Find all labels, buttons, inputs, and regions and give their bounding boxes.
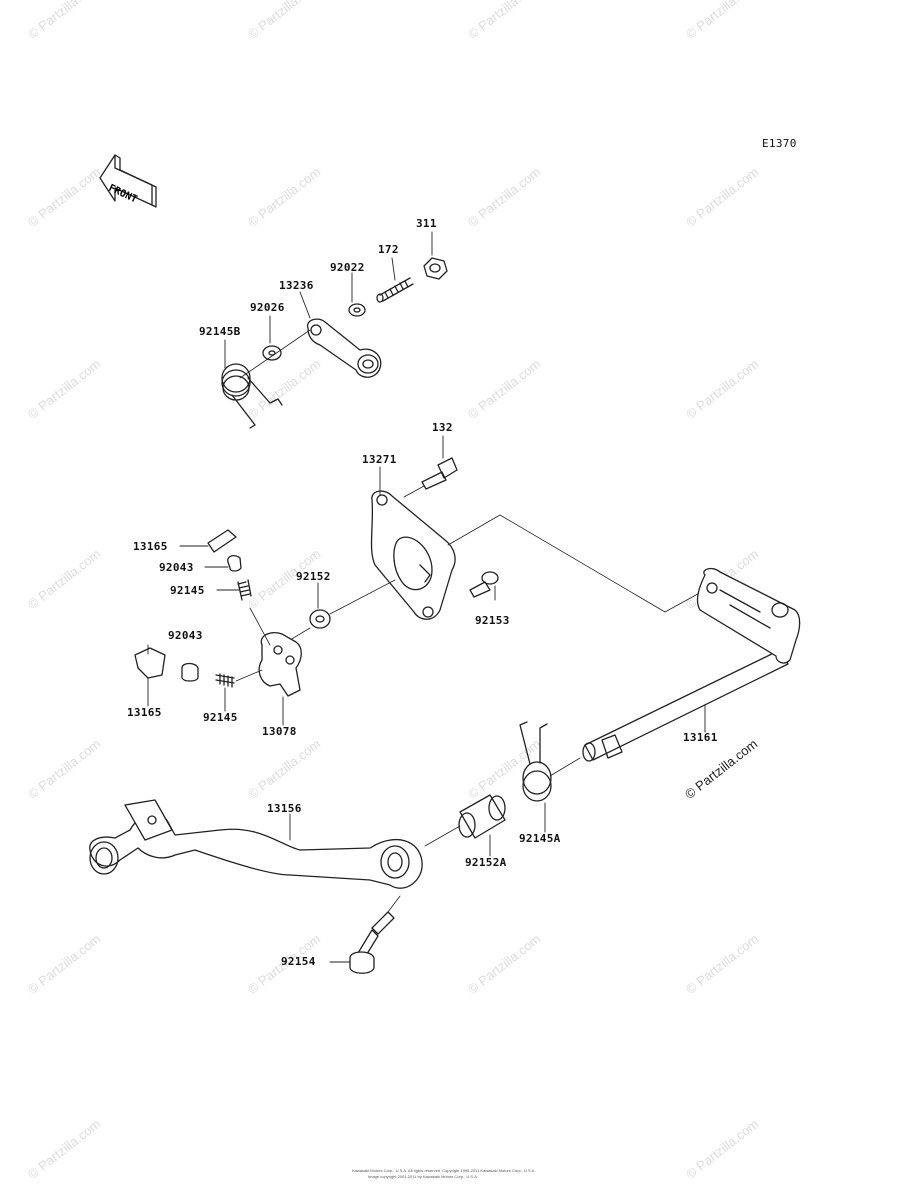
plate-13271 — [370, 490, 456, 620]
part-label-13271[interactable]: 13271 — [362, 453, 397, 466]
part-label-13161[interactable]: 13161 — [683, 731, 718, 744]
part-label-13078[interactable]: 13078 — [262, 725, 297, 738]
spring-92145-top — [237, 579, 252, 601]
front-arrow-icon — [99, 154, 157, 208]
part-label-13156[interactable]: 13156 — [267, 802, 302, 815]
pin-92043-bottom — [181, 662, 199, 682]
nut-311 — [423, 257, 448, 280]
washer-92022 — [348, 303, 366, 317]
washer-92026 — [262, 345, 282, 361]
footer-copyright: Kawasaki Motors Corp., U.S.A. All rights… — [352, 1168, 536, 1173]
screw-92153 — [469, 571, 499, 598]
diagram-code: E1370 — [762, 137, 797, 150]
part-label-92145B[interactable]: 92145B — [199, 325, 241, 338]
part-label-92153[interactable]: 92153 — [475, 614, 510, 627]
part-label-92152[interactable]: 92152 — [296, 570, 331, 583]
pin-13165-top — [207, 529, 237, 553]
stud-172 — [376, 277, 414, 303]
part-label-92043-top[interactable]: 92043 — [159, 561, 194, 574]
washer-92152 — [309, 609, 331, 629]
shaft-13161 — [582, 567, 801, 762]
collar-92152A — [458, 794, 506, 839]
part-label-13165-top[interactable]: 13165 — [133, 540, 168, 553]
part-label-92145-bottom[interactable]: 92145 — [203, 711, 238, 724]
pin-92043-top — [227, 555, 242, 572]
pin-13165-bottom — [134, 647, 166, 679]
footer-image-copyright: Image copyright 2001-2011 by Kawasaki Mo… — [368, 1174, 478, 1179]
part-label-92022[interactable]: 92022 — [330, 261, 365, 274]
spring-92145B — [221, 363, 283, 429]
lever-13236 — [306, 318, 382, 378]
part-label-92152A[interactable]: 92152A — [465, 856, 507, 869]
part-label-92154[interactable]: 92154 — [281, 955, 316, 968]
part-label-172[interactable]: 172 — [378, 243, 399, 256]
spring-92145A — [519, 721, 552, 802]
part-label-132[interactable]: 132 — [432, 421, 453, 434]
part-label-311[interactable]: 311 — [416, 217, 437, 230]
spring-92145-bottom — [215, 669, 263, 688]
part-label-13165-bottom[interactable]: 13165 — [127, 706, 162, 719]
pedal-13156 — [89, 799, 423, 889]
part-label-92145A[interactable]: 92145A — [519, 832, 561, 845]
part-label-92026[interactable]: 92026 — [250, 301, 285, 314]
part-label-92043-bottom[interactable]: 92043 — [168, 629, 203, 642]
part-label-13236[interactable]: 13236 — [279, 279, 314, 292]
bolt-92154 — [349, 911, 395, 974]
cam-13078 — [249, 607, 302, 697]
bolt-132 — [421, 457, 458, 490]
part-label-92145-top[interactable]: 92145 — [170, 584, 205, 597]
